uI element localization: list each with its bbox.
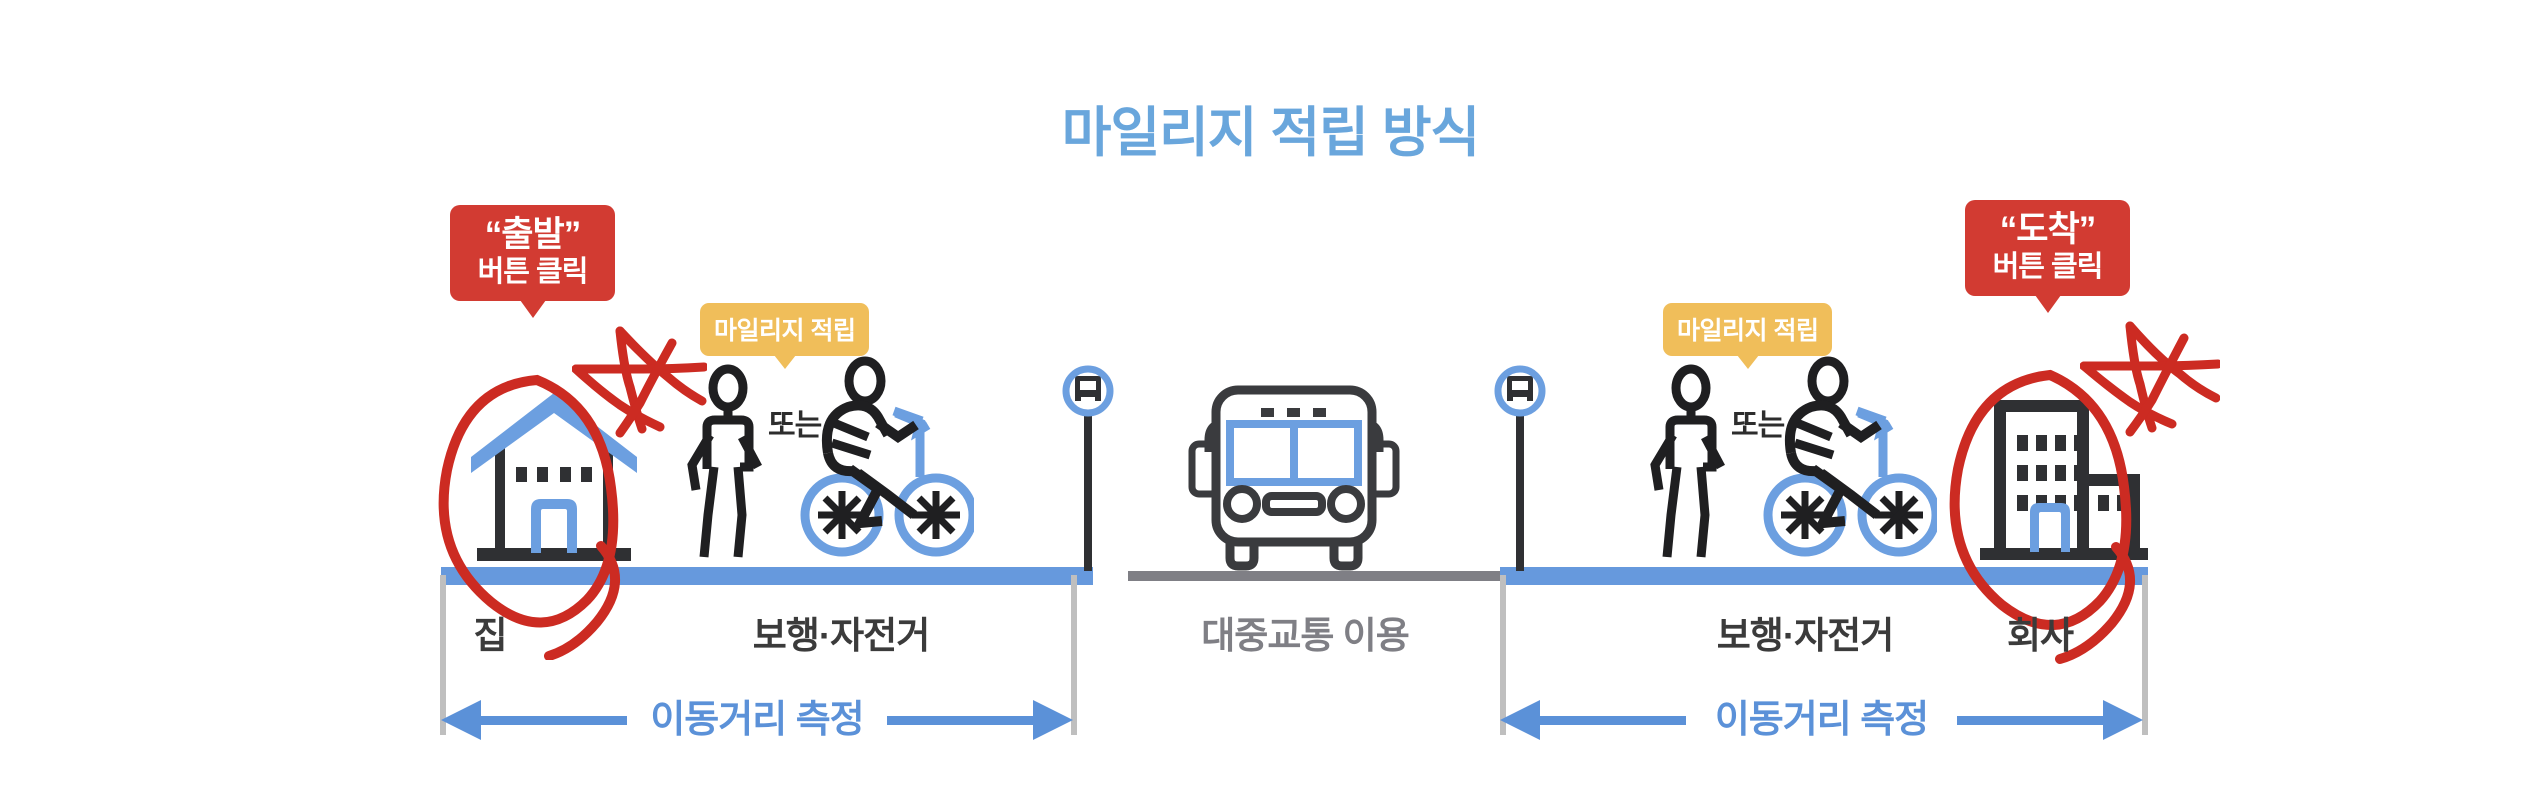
hand-drawn-circle-icon xyxy=(425,370,655,665)
arrow-shaft-right xyxy=(1957,716,2107,725)
callout-end-button[interactable]: “도착” 버튼 클릭 xyxy=(1965,200,2130,314)
bus-stop-sign-icon xyxy=(1494,365,1546,578)
pedestrian-icon xyxy=(1650,364,1725,558)
segment-caption-walk-left: 보행·자전거 xyxy=(752,615,931,656)
segment-divider-1 xyxy=(440,575,446,735)
arrow-head-right-icon xyxy=(2103,700,2143,740)
hand-drawn-circle-icon xyxy=(1930,365,2170,670)
bus-icon xyxy=(1186,382,1402,579)
segment-divider-4 xyxy=(2142,575,2148,735)
distance-measure-left-label: 이동거리 측정 xyxy=(650,699,864,741)
ground-bar-transit xyxy=(1128,571,1528,581)
office-building-icon xyxy=(1968,382,2163,575)
distance-measure-right-label: 이동거리 측정 xyxy=(1714,699,1929,741)
segment-caption-office: 회사 xyxy=(2006,615,2074,656)
segment-divider-2 xyxy=(1071,575,1077,735)
mileage-badge-right-label: 마일리지 적립 xyxy=(1677,317,1819,345)
distance-measure-right: 이동거리 측정 xyxy=(1500,680,2143,760)
page-title: 마일리지 적립 방식 xyxy=(1061,103,1480,163)
segment-caption-home: 집 xyxy=(473,615,507,656)
callout-end-action: 버튼 클릭 xyxy=(1992,250,2104,283)
segment-caption-transit: 대중교통 이용 xyxy=(1201,615,1410,656)
hand-drawn-star-icon xyxy=(571,325,709,445)
callout-tail xyxy=(2034,295,2061,314)
arrow-head-right-icon xyxy=(1033,700,1073,740)
mileage-badge-left: 마일리지 적립 xyxy=(700,303,870,369)
mileage-badge-left-label: 마일리지 적립 xyxy=(714,317,856,345)
callout-end-quoted: “도착” xyxy=(1999,210,2096,249)
mileage-badge-right: 마일리지 적립 xyxy=(1663,303,1833,369)
badge-tail xyxy=(1736,355,1759,369)
callout-start-quoted: “출발” xyxy=(484,215,581,254)
callout-start-button[interactable]: “출발” 버튼 클릭 xyxy=(450,205,615,319)
badge-tail xyxy=(773,355,796,369)
pedestrian-bicycle-icon xyxy=(1645,345,1941,580)
or-label: 또는 xyxy=(1731,409,1785,442)
segment-divider-3 xyxy=(1500,575,1506,735)
arrow-head-left-icon xyxy=(1500,700,1540,740)
pedestrian-icon xyxy=(687,364,762,558)
callout-tail xyxy=(519,300,546,319)
cyclist-icon xyxy=(800,356,978,557)
bus-stop-sign-icon xyxy=(1062,365,1114,578)
arrow-shaft-right xyxy=(887,716,1037,725)
distance-measure-left: 이동거리 측정 xyxy=(441,680,1073,760)
ground-bar-walk-right xyxy=(1500,567,2148,585)
arrow-head-left-icon xyxy=(441,700,481,740)
double-arrow-right xyxy=(1500,700,2143,740)
pedestrian-bicycle-icon xyxy=(682,345,978,580)
callout-start-action: 버튼 클릭 xyxy=(477,255,589,288)
hand-drawn-star-icon xyxy=(2079,320,2223,445)
arrow-shaft-left xyxy=(477,716,627,725)
double-arrow-left xyxy=(441,700,1073,740)
or-label: 또는 xyxy=(768,409,822,442)
cyclist-icon xyxy=(1763,356,1941,557)
segment-caption-walk-right: 보행·자전거 xyxy=(1716,615,1895,656)
arrow-shaft-left xyxy=(1536,716,1686,725)
